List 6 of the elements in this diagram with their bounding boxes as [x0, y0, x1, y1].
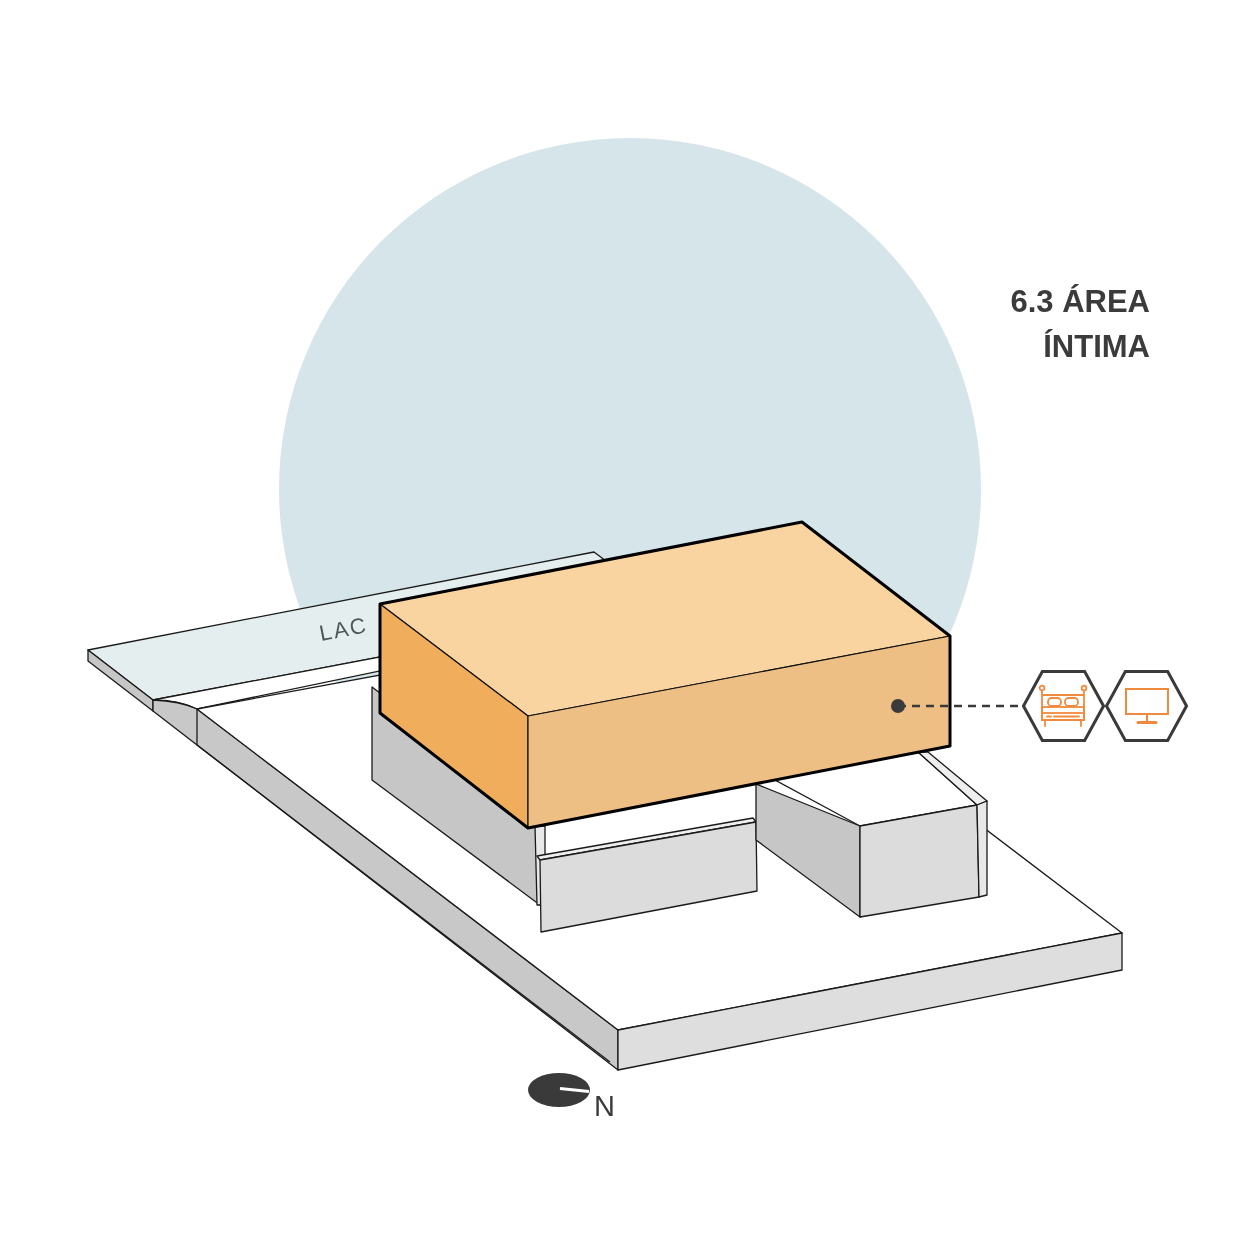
hexagon-frame	[1105, 670, 1188, 742]
building-volume	[378, 520, 952, 830]
north-label: N	[594, 1091, 615, 1123]
diagram-title: 6.3 ÁREA ÍNTIMA	[1009, 283, 1150, 366]
street-name-label: LAC	[317, 613, 370, 647]
hexagon-frame	[1022, 670, 1105, 742]
